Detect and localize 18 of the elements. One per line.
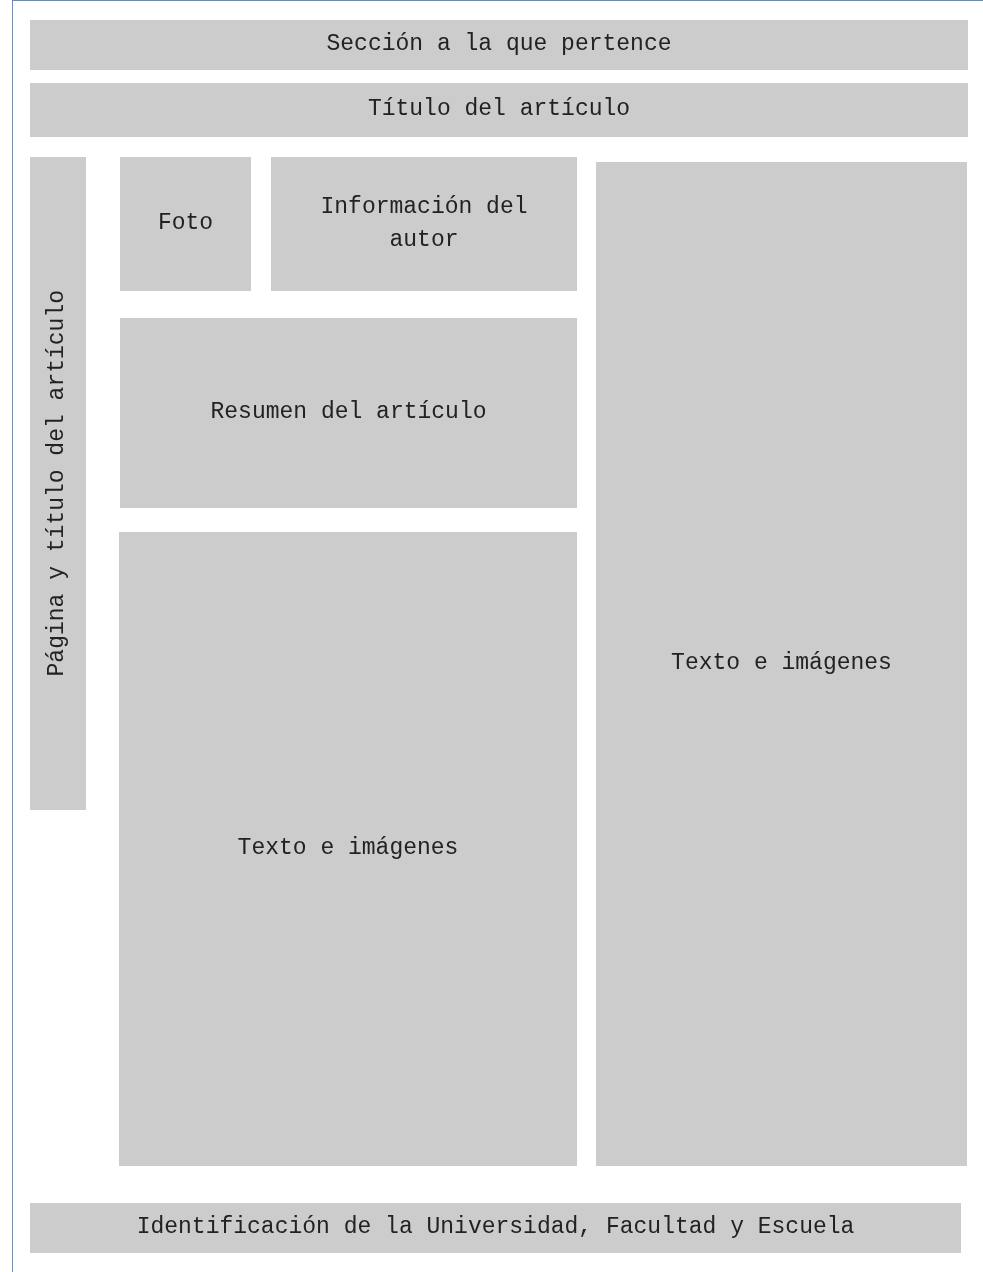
block-label: Información del autor xyxy=(319,192,529,255)
layout-block xyxy=(119,532,577,1166)
layout-block xyxy=(120,157,251,291)
layout-block xyxy=(30,1203,961,1253)
layout-block xyxy=(120,318,577,508)
block-label: Título del artículo xyxy=(367,95,631,125)
block-label: Texto e imágenes xyxy=(237,834,459,864)
layout-block xyxy=(271,157,577,291)
layout-block xyxy=(30,83,968,137)
block-label: Foto xyxy=(157,209,214,239)
layout-block xyxy=(596,162,967,1166)
layout-block xyxy=(30,157,86,810)
block-label: Página y título del artículo xyxy=(43,290,72,677)
block-label: Identificación de la Universidad, Facultad y Escuela xyxy=(136,1213,855,1243)
block-label: Sección a la que pertence xyxy=(326,30,672,60)
block-label: Texto e imágenes xyxy=(671,649,892,679)
layout-block xyxy=(30,20,968,70)
block-label: Resumen del artículo xyxy=(210,398,487,428)
